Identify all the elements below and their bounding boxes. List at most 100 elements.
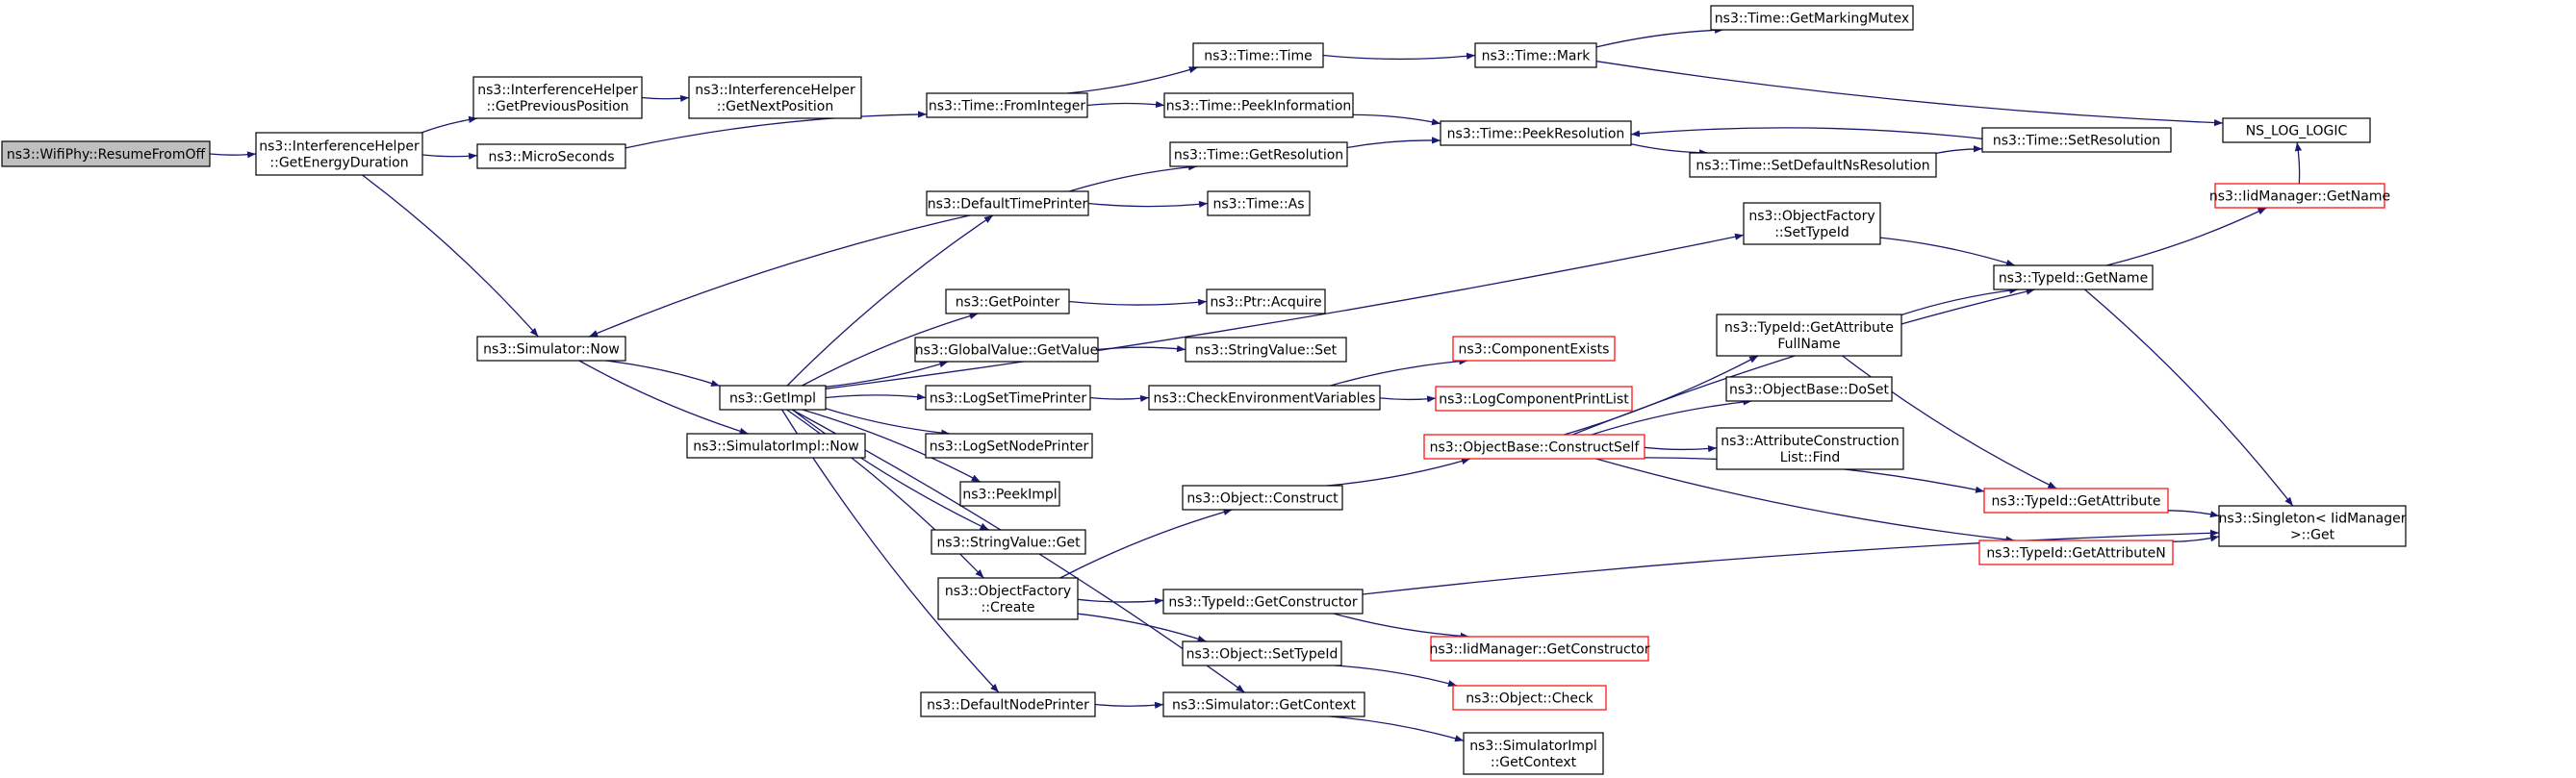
node-log-comp-print-list[interactable]: ns3::LogComponentPrintList (1435, 386, 1633, 412)
node-sim-get-context[interactable]: ns3::Simulator::GetContext (1162, 691, 1365, 717)
node-time-as[interactable]: ns3::Time::As (1207, 190, 1311, 216)
edge-line (786, 214, 994, 387)
node-get-pointer[interactable]: ns3::GetPointer (945, 289, 1070, 314)
node-resume[interactable]: ns3::WifiPhy::ResumeFromOff (1, 140, 211, 167)
node-box (2222, 117, 2371, 143)
node-sv-set[interactable]: ns3::StringValue::Set (1185, 337, 1347, 363)
node-label: ::Create (982, 600, 1035, 615)
node-label: ns3::IidManager::GetConstructor (1429, 642, 1649, 658)
edge-sim-now-to-get-impl (605, 360, 721, 387)
edge-check-env-vars-to-component-exists (1330, 358, 1468, 387)
node-get-energy-duration[interactable]: ns3::InterferenceHelper::GetEnergyDurati… (255, 132, 423, 176)
node-gv-get-value[interactable]: ns3::GlobalValue::GetValue (914, 337, 1099, 363)
node-label: ns3::Time::FromInteger (929, 99, 1085, 114)
node-of-set-type-id[interactable]: ns3::ObjectFactory::SetTypeId (1743, 202, 1881, 245)
node-get-next-pos[interactable]: ns3::InterferenceHelper::GetNextPosition (688, 76, 862, 119)
node-log-set-node-printer[interactable]: ns3::LogSetNodePrinter (925, 433, 1093, 459)
node-box (926, 92, 1088, 118)
node-sv-get[interactable]: ns3::StringValue::Get (931, 529, 1086, 555)
node-ob-do-set[interactable]: ns3::ObjectBase::DoSet (1725, 376, 1893, 402)
node-obj-construct[interactable]: ns3::Object::Construct (1182, 485, 1343, 511)
edge-iid-get-name-to-ns-log-logic (2294, 141, 2303, 185)
node-label: ns3::Time::As (1212, 197, 1304, 213)
node-get-res[interactable]: ns3::Time::GetResolution (1169, 141, 1348, 167)
edge-line (1591, 398, 1752, 436)
edge-construct-self-to-get-attribute-n (1595, 458, 2015, 543)
node-singleton-get[interactable]: ns3::Singleton< IidManager >::Get (2218, 505, 2407, 547)
edge-line (1595, 61, 2224, 127)
node-box (1430, 636, 1649, 662)
node-get-constructor[interactable]: ns3::TypeId::GetConstructor (1162, 589, 1364, 615)
edge-obj-construct-to-construct-self (1326, 458, 1471, 487)
node-ns-log-logic[interactable]: NS_LOG_LOGIC (2222, 117, 2371, 143)
node-sim-impl-now[interactable]: ns3::SimulatorImpl::Now (686, 433, 866, 459)
node-label: ns3::PeekImpl (962, 488, 1057, 503)
node-peek-res[interactable]: ns3::Time::PeekResolution (1440, 120, 1632, 146)
edge-line (1900, 287, 2019, 316)
edge-line (1068, 298, 1208, 306)
node-time-mark[interactable]: ns3::Time::Mark (1474, 42, 1597, 68)
node-label: ns3::StringValue::Get (936, 536, 1081, 551)
edge-line (2172, 535, 2220, 542)
node-obj-set-type-id[interactable]: ns3::Object::SetTypeId (1182, 640, 1342, 666)
node-sim-now[interactable]: ns3::Simulator::Now (476, 336, 626, 362)
node-get-prev-pos[interactable]: ns3::InterferenceHelper::GetPreviousPosi… (472, 76, 643, 119)
node-get-attribute-n[interactable]: ns3::TypeId::GetAttributeN (1978, 540, 2174, 565)
node-set-res[interactable]: ns3::Time::SetResolution (1981, 127, 2172, 153)
node-type-id-get-name[interactable]: ns3::TypeId::GetName (1993, 264, 2154, 290)
node-of-create[interactable]: ns3::ObjectFactory::Create (937, 577, 1079, 620)
edge-line (1334, 665, 1458, 688)
node-box (1474, 42, 1597, 68)
node-default-time-printer[interactable]: ns3::DefaultTimePrinter (926, 190, 1089, 216)
node-box (2218, 505, 2407, 547)
edge-get-attr-full-name-to-get-attribute (1842, 355, 2057, 489)
node-time-time[interactable]: ns3::Time::Time (1192, 42, 1324, 68)
edge-get-pointer-to-ptr-acquire (1068, 298, 1208, 306)
node-label: ns3::Time::PeekResolution (1447, 127, 1625, 142)
node-marking-mutex[interactable]: ns3::Time::GetMarkingMutex (1710, 5, 1914, 31)
node-construct-self[interactable]: ns3::ObjectBase::ConstructSelf (1423, 434, 1645, 460)
edge-line (1087, 200, 1209, 208)
node-label: ns3::Time::SetResolution (1993, 134, 2160, 149)
node-component-exists[interactable]: ns3::ComponentExists (1452, 336, 1616, 362)
node-default-node-printer[interactable]: ns3::DefaultNodePrinter (920, 691, 1096, 717)
node-peek-info[interactable]: ns3::Time::PeekInformation (1163, 92, 1354, 118)
edge-construct-self-to-ob-do-set (1591, 398, 1752, 436)
edge-default-node-printer-to-sim-get-context (1094, 701, 1164, 709)
edge-line (578, 360, 749, 435)
edge-line (1089, 394, 1150, 402)
node-get-impl[interactable]: ns3::GetImpl (719, 385, 827, 411)
edge-time-time-to-time-mark (1322, 52, 1476, 61)
node-box (688, 76, 862, 119)
node-set-default-ns-res[interactable]: ns3::Time::SetDefaultNsResolution (1689, 152, 1937, 178)
node-get-attribute[interactable]: ns3::TypeId::GetAttribute (1983, 488, 2169, 514)
node-iid-get-constructor[interactable]: ns3::IidManager::GetConstructor (1429, 636, 1650, 662)
node-label: ns3::Time::SetDefaultNsResolution (1696, 159, 1929, 174)
node-peek-impl[interactable]: ns3::PeekImpl (959, 481, 1060, 507)
node-iid-get-name[interactable]: ns3::IidManager::GetName (2209, 183, 2390, 209)
edge-from-integer-to-peek-info (1086, 101, 1165, 109)
node-from-integer[interactable]: ns3::Time::FromInteger (926, 92, 1088, 118)
node-box (1725, 376, 1893, 402)
edge-set-default-ns-res-to-set-res (1935, 145, 1983, 155)
edge-line (802, 409, 982, 483)
edge-line (1572, 288, 2035, 436)
edge-line (1068, 163, 1198, 192)
node-micro-seconds[interactable]: ns3::MicroSeconds (476, 143, 626, 169)
node-box (2214, 183, 2385, 209)
node-label: ns3::Time::PeekInformation (1166, 99, 1352, 114)
edge-line (1077, 597, 1164, 605)
node-log-set-time-printer[interactable]: ns3::LogSetTimePrinter (925, 385, 1091, 411)
edge-get-impl-to-peek-impl (802, 409, 982, 483)
node-label: ns3::TypeId::GetAttribute (1724, 320, 1894, 336)
node-sim-impl-get-context[interactable]: ns3::SimulatorImpl::GetContext (1463, 732, 1604, 775)
edge-sim-get-context-to-sim-impl-get-context (1330, 715, 1465, 742)
edge-line (605, 360, 721, 387)
edge-line (825, 393, 927, 401)
node-check-env-vars[interactable]: ns3::CheckEnvironmentVariables (1148, 385, 1381, 411)
node-obj-check[interactable]: ns3::Object::Check (1452, 685, 1607, 711)
node-ptr-acquire[interactable]: ns3::Ptr::Acquire (1206, 289, 1326, 314)
node-label: ns3::IidManager::GetName (2209, 189, 2390, 205)
